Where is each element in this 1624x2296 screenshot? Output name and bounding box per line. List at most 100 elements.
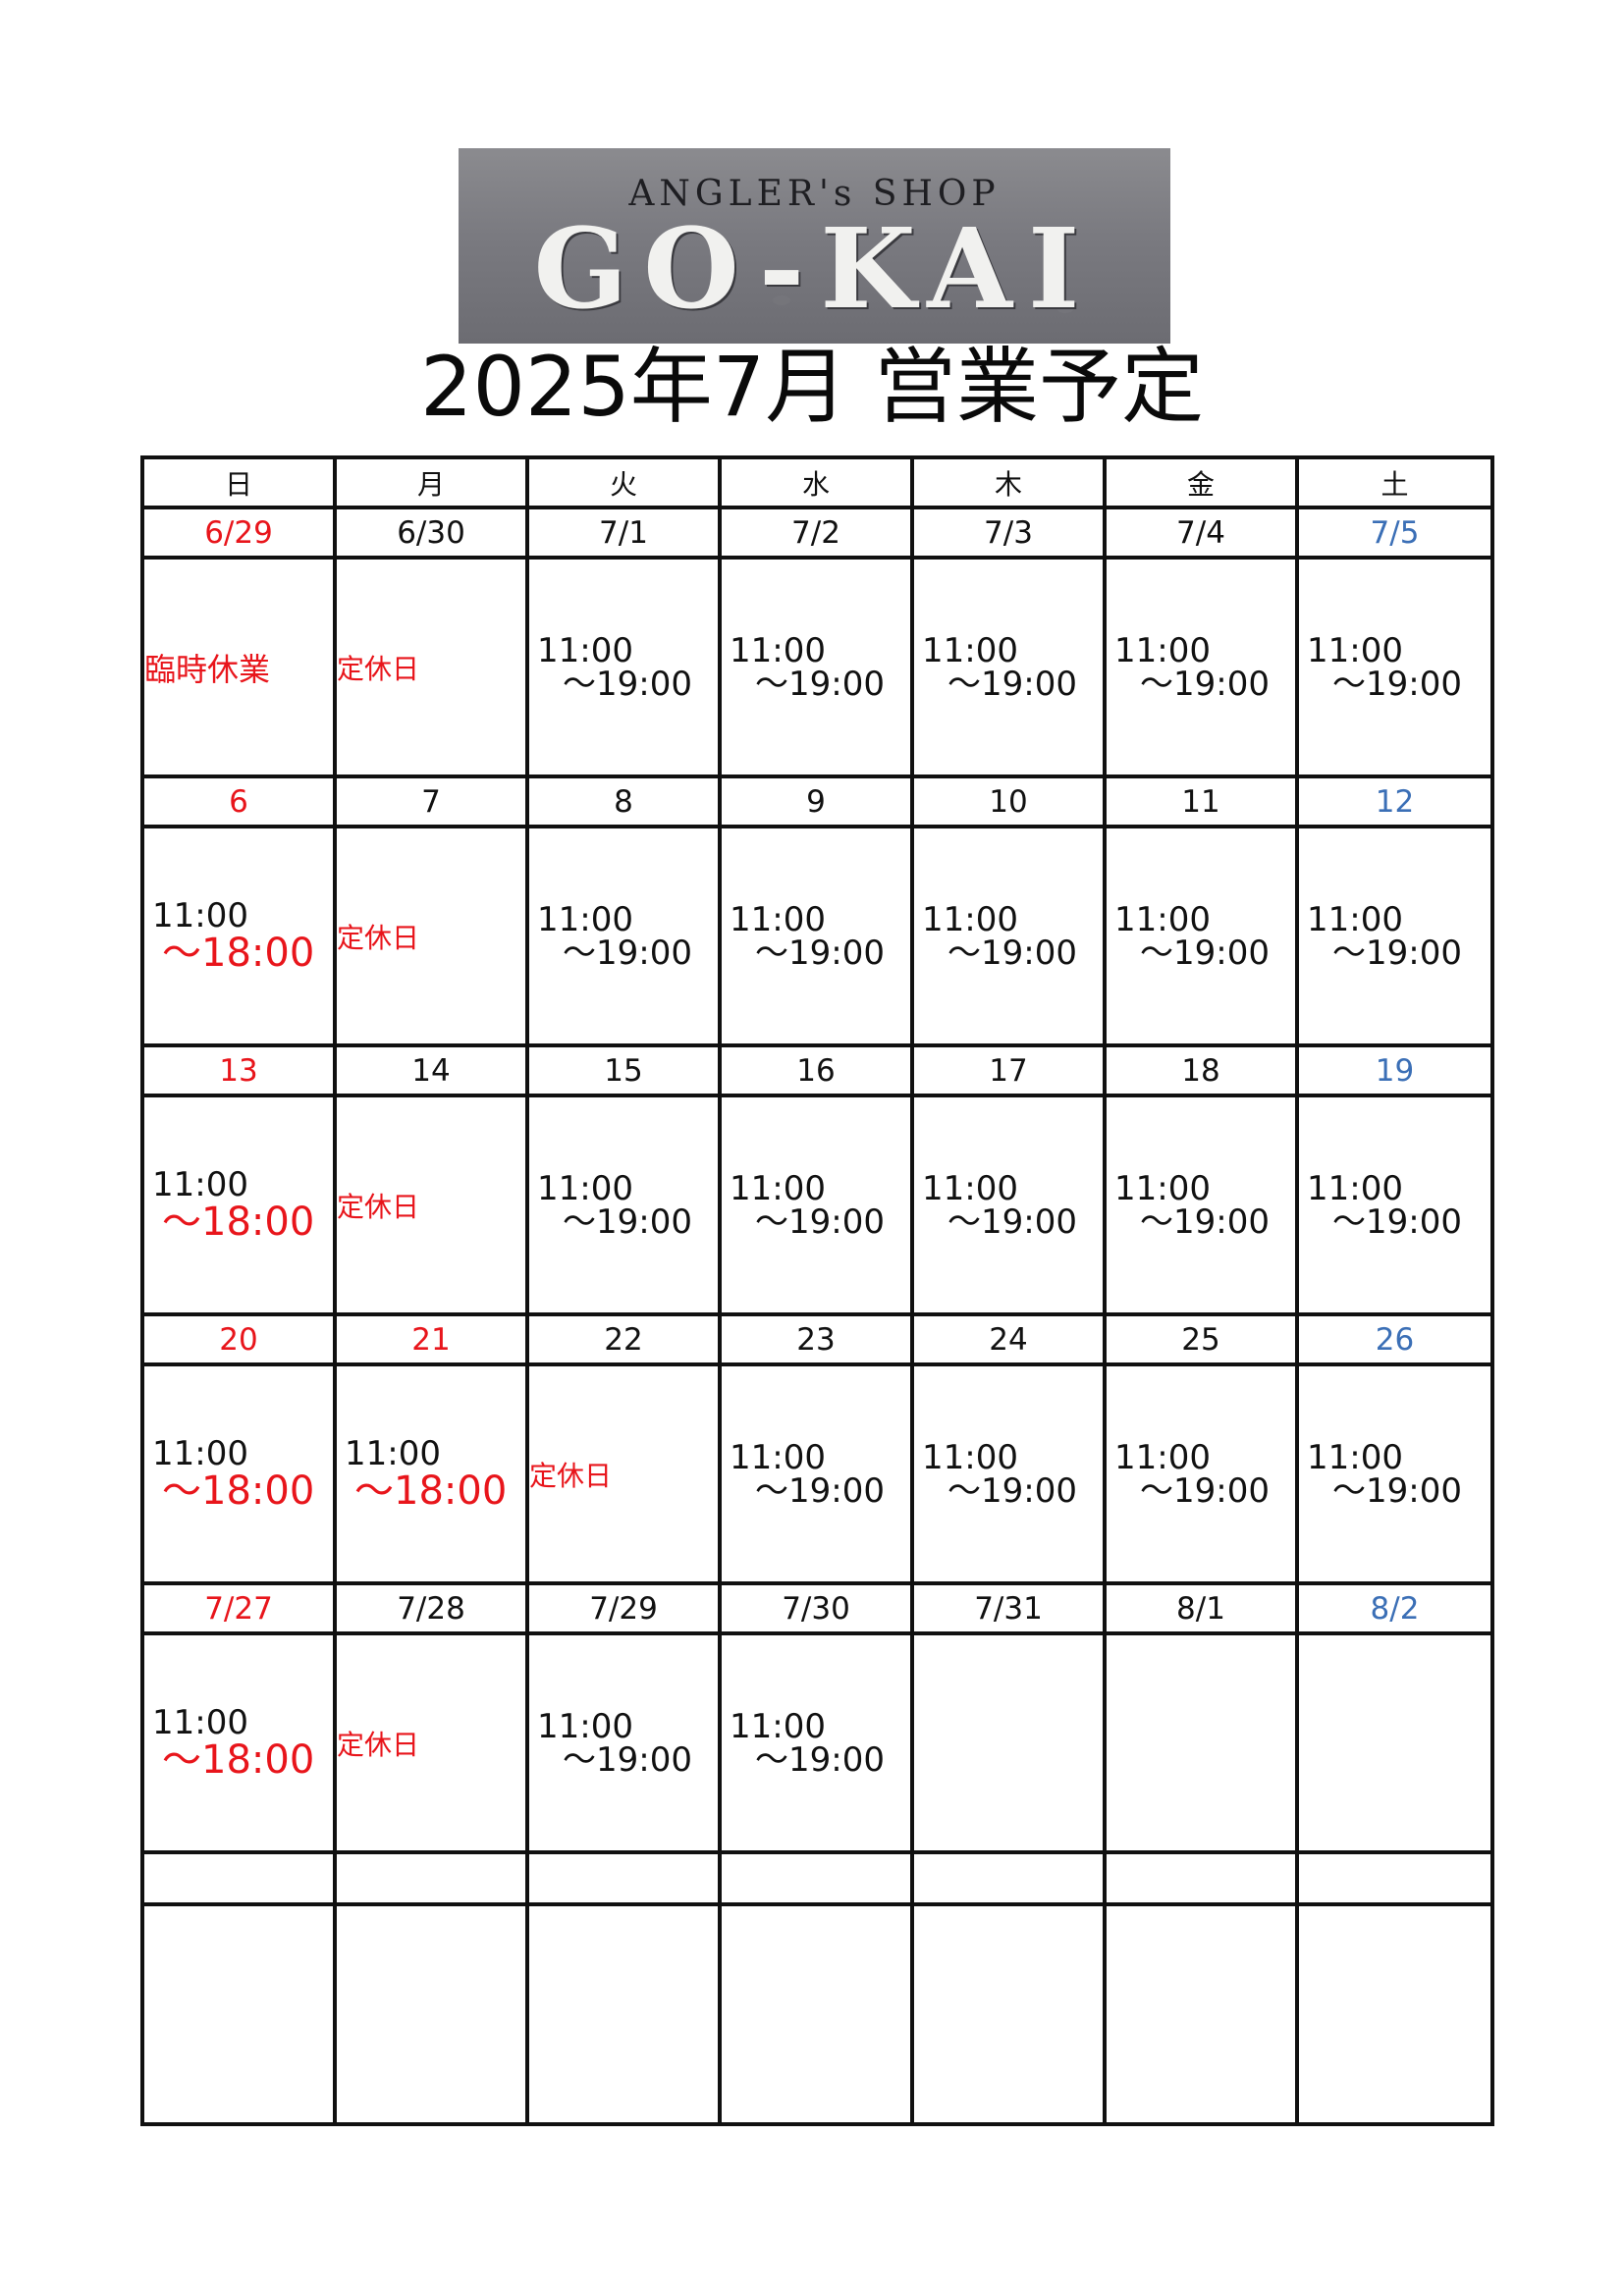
hours-cell: 11:00～18:00	[140, 1094, 337, 1316]
hours-cell: 11:00～19:00	[910, 1362, 1107, 1585]
date-cell: 8/2	[1295, 1581, 1494, 1635]
hours-cell: 11:00～19:00	[525, 825, 722, 1047]
date-cell: 24	[910, 1312, 1107, 1366]
open-time: 11:00	[152, 1433, 248, 1473]
hours-row: 11:00～18:00 定休日 11:00～19:00 11:00～19:00	[140, 1631, 1494, 1854]
date-cell: 26	[1295, 1312, 1494, 1366]
date-cell: 7/4	[1103, 506, 1299, 560]
empty-cell	[910, 1850, 1107, 1906]
empty-cell	[1295, 1902, 1494, 2126]
date-cell: 11	[1103, 774, 1299, 828]
close-time: ～19:00	[1140, 933, 1270, 973]
hours-row: 臨時休業 定休日 11:00～19:00 11:00～19:00 11:00～1…	[140, 556, 1494, 778]
close-time: ～19:00	[947, 933, 1077, 973]
open-time: 11:00	[1307, 630, 1403, 670]
close-time: ～19:00	[1140, 664, 1270, 704]
open-time: 11:00	[152, 1702, 248, 1742]
date-cell: 7/28	[333, 1581, 529, 1635]
open-time: 11:00	[537, 1168, 633, 1208]
empty-cell	[718, 1902, 914, 2126]
hours-cell: 11:00～19:00	[718, 1362, 914, 1585]
hours-cell: 11:00～19:00	[718, 1094, 914, 1316]
date-cell: 7/5	[1295, 506, 1494, 560]
regular-holiday-cell: 定休日	[333, 1631, 529, 1854]
empty-cell	[333, 1850, 529, 1906]
open-time: 11:00	[922, 630, 1018, 670]
close-time: ～19:00	[563, 1739, 692, 1780]
weekday-header-row: 日 月 火 水 木 金 土	[140, 455, 1494, 509]
open-time: 11:00	[730, 1437, 826, 1477]
date-cell: 15	[525, 1043, 722, 1097]
date-cell: 21	[333, 1312, 529, 1366]
date-cell: 18	[1103, 1043, 1299, 1097]
date-cell: 6/30	[333, 506, 529, 560]
regular-holiday-cell: 定休日	[525, 1362, 722, 1585]
close-time: ～19:00	[1332, 664, 1462, 704]
hours-cell: 11:00～19:00	[910, 1094, 1107, 1316]
date-cell: 25	[1103, 1312, 1299, 1366]
open-time: 11:00	[1307, 1437, 1403, 1477]
weekday-sat: 土	[1295, 455, 1494, 509]
regular-holiday-cell: 定休日	[333, 1094, 529, 1316]
empty-cell	[1295, 1631, 1494, 1854]
close-time: ～19:00	[755, 1739, 885, 1780]
empty-hours-row	[140, 1902, 1494, 2126]
close-time: ～19:00	[563, 1201, 692, 1242]
date-row: 13 14 15 16 17 18 19	[140, 1043, 1494, 1097]
hours-cell: 11:00～19:00	[1295, 556, 1494, 778]
open-time: 11:00	[922, 1168, 1018, 1208]
date-cell: 16	[718, 1043, 914, 1097]
close-time: ～19:00	[755, 933, 885, 973]
hours-cell: 11:00～19:00	[525, 1094, 722, 1316]
open-time: 11:00	[537, 1706, 633, 1746]
close-time: ～19:00	[755, 664, 885, 704]
open-time: 11:00	[730, 1706, 826, 1746]
date-row: 7/27 7/28 7/29 7/30 7/31 8/1 8/2	[140, 1581, 1494, 1635]
hours-cell: 11:00～18:00	[140, 1631, 337, 1854]
close-time: ～19:00	[755, 1470, 885, 1511]
date-cell: 6/29	[140, 506, 337, 560]
hours-row: 11:00～18:00 11:00～18:00 定休日 11:00～19:00 …	[140, 1362, 1494, 1585]
empty-cell	[910, 1902, 1107, 2126]
open-time: 11:00	[537, 899, 633, 939]
close-time: ～18:00	[354, 1468, 508, 1514]
empty-cell	[1103, 1902, 1299, 2126]
hours-cell: 11:00～19:00	[718, 1631, 914, 1854]
date-cell: 9	[718, 774, 914, 828]
close-time: ～19:00	[563, 664, 692, 704]
hours-cell: 11:00～19:00	[1295, 1362, 1494, 1585]
empty-cell	[718, 1850, 914, 1906]
open-time: 11:00	[1307, 899, 1403, 939]
hours-cell: 11:00～19:00	[1103, 556, 1299, 778]
close-time: ～19:00	[947, 1201, 1077, 1242]
open-time: 11:00	[1114, 1168, 1211, 1208]
close-time: ～19:00	[563, 933, 692, 973]
date-cell: 6	[140, 774, 337, 828]
open-time: 11:00	[922, 899, 1018, 939]
date-cell: 10	[910, 774, 1107, 828]
close-time: ～19:00	[947, 664, 1077, 704]
empty-cell	[1103, 1631, 1299, 1854]
shop-logo: ANGLER's SHOP GO-KAI	[459, 148, 1170, 344]
date-cell: 17	[910, 1043, 1107, 1097]
close-time: ～19:00	[1332, 1470, 1462, 1511]
empty-cell	[333, 1902, 529, 2126]
weekday-tue: 火	[525, 455, 722, 509]
open-time: 11:00	[345, 1433, 441, 1473]
open-time: 11:00	[1114, 899, 1211, 939]
close-time: ～18:00	[162, 930, 315, 976]
close-time: ～19:00	[1140, 1201, 1270, 1242]
hours-cell: 11:00～19:00	[525, 556, 722, 778]
date-cell: 14	[333, 1043, 529, 1097]
hours-cell: 11:00～19:00	[1103, 1094, 1299, 1316]
open-time: 11:00	[537, 630, 633, 670]
open-time: 11:00	[1307, 1168, 1403, 1208]
empty-cell	[525, 1850, 722, 1906]
close-time: ～18:00	[162, 1199, 315, 1245]
open-time: 11:00	[152, 895, 248, 935]
date-row: 6 7 8 9 10 11 12	[140, 774, 1494, 828]
weekday-sun: 日	[140, 455, 337, 509]
empty-cell	[1103, 1850, 1299, 1906]
date-cell: 19	[1295, 1043, 1494, 1097]
weekday-thu: 木	[910, 455, 1107, 509]
